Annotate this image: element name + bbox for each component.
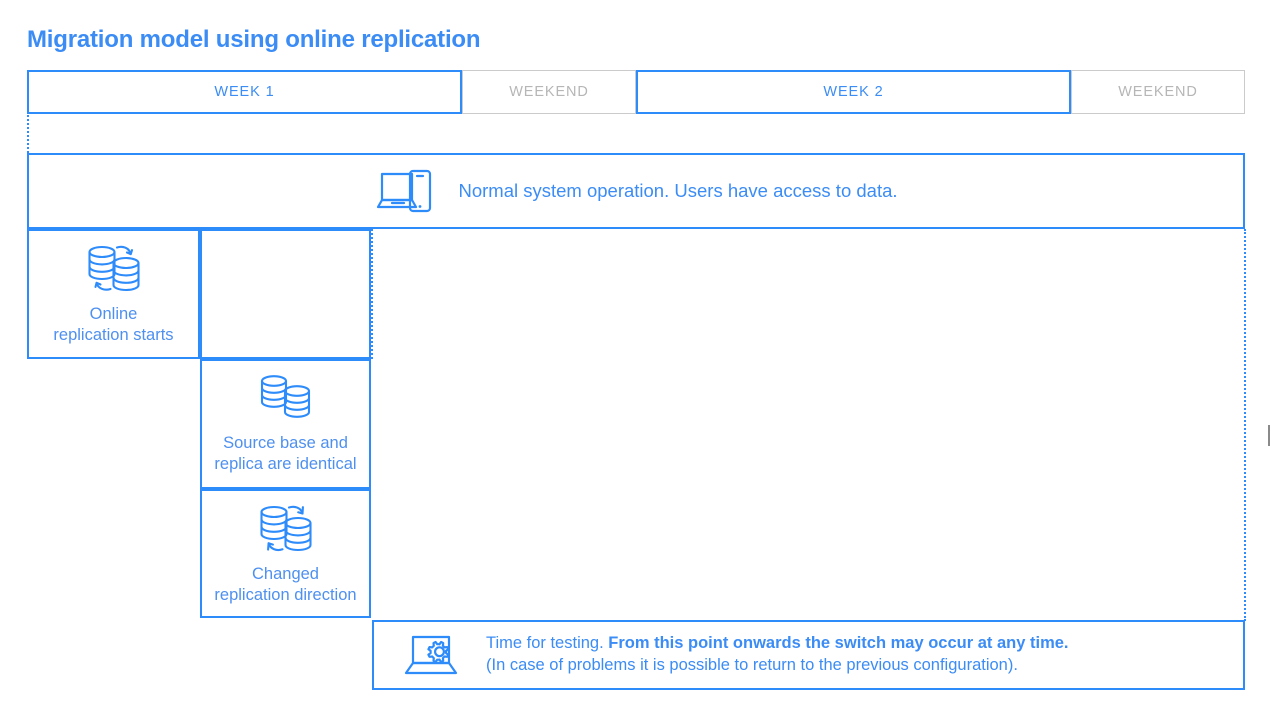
testing-line-1-bold: From this point onwards the switch may o… (608, 634, 1069, 653)
timeline-cell-weekend-1[interactable]: WEEKEND (462, 70, 636, 114)
timeline-cell-week-1[interactable]: WEEK 1 (27, 70, 462, 114)
dotted-connector-left (27, 115, 29, 153)
normal-operation-row: Normal system operation. Users have acce… (27, 153, 1245, 229)
online-replication-text: Online replication starts (53, 305, 174, 344)
database-pair-icon (257, 373, 315, 425)
identical-replica-card: Source base and replica are identical (200, 359, 371, 489)
database-reverse-replication-icon (255, 502, 317, 556)
right-edge-scroll-tick (1268, 425, 1270, 446)
testing-line-1: Time for testing. From this point onward… (486, 633, 1069, 655)
time-for-testing-box: Time for testing. From this point onward… (372, 620, 1245, 690)
changed-direction-card: Changed replication direction (200, 489, 371, 618)
timeline-header: WEEK 1 WEEKEND WEEK 2 WEEKEND (27, 70, 1245, 114)
dotted-connector-right (1244, 229, 1246, 621)
identical-replica-text: Source base and replica are identical (214, 434, 357, 473)
timeline-cell-weekend-2[interactable]: WEEKEND (1071, 70, 1245, 114)
testing-line-1-normal: Time for testing. (486, 634, 609, 653)
laptop-phone-icon (374, 166, 436, 216)
testing-line-2: (In case of problems it is possible to r… (486, 656, 1018, 674)
timeline-cell-week-2[interactable]: WEEK 2 (636, 70, 1071, 114)
dotted-connector-middle (371, 229, 373, 359)
online-replication-card: Online replication starts (27, 229, 200, 359)
laptop-gear-icon (402, 632, 460, 678)
normal-operation-text: Normal system operation. Users have acce… (458, 180, 898, 201)
empty-spacer-box (200, 229, 371, 359)
page-title: Migration model using online replication (27, 26, 481, 53)
changed-direction-text: Changed replication direction (214, 564, 357, 604)
time-for-testing-text: Time for testing. From this point onward… (486, 633, 1069, 677)
database-replication-icon (83, 242, 145, 296)
